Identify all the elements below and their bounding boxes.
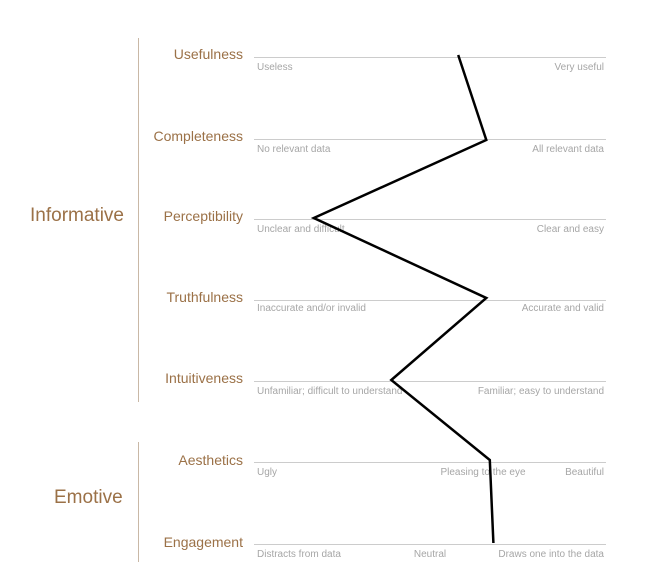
group-label-emotive: Emotive	[54, 487, 123, 508]
scale-line-truthfulness	[254, 300, 606, 301]
anchor-left-engagement: Distracts from data	[257, 549, 341, 560]
anchor-left-perceptibility: Unclear and difficult	[257, 224, 345, 235]
group-label-informative: Informative	[30, 205, 124, 226]
row-name-aesthetics: Aesthetics	[178, 452, 243, 468]
anchor-mid-aesthetics: Pleasing to the eye	[440, 467, 526, 478]
scale-line-aesthetics	[254, 462, 606, 463]
anchor-right-truthfulness: Accurate and valid	[521, 303, 604, 314]
anchor-left-aesthetics: Ugly	[257, 467, 278, 478]
row-name-perceptibility: Perceptibility	[163, 208, 243, 224]
scale-line-engagement	[254, 544, 606, 545]
scale-line-perceptibility	[254, 219, 606, 220]
anchor-right-usefulness: Very useful	[554, 62, 604, 73]
row-name-usefulness: Usefulness	[173, 46, 243, 62]
anchor-right-engagement: Draws one into the data	[498, 549, 604, 560]
scale-line-completeness	[254, 139, 606, 140]
anchor-right-completeness: All relevant data	[532, 144, 604, 155]
scale-line-usefulness	[254, 57, 606, 58]
anchor-right-intuitiveness: Familiar; easy to understand	[477, 386, 604, 397]
anchor-left-usefulness: Useless	[257, 62, 293, 73]
row-name-engagement: Engagement	[163, 534, 243, 550]
emotive-bracket	[138, 442, 139, 562]
scale-line-intuitiveness	[254, 381, 606, 382]
row-name-completeness: Completeness	[153, 128, 244, 144]
anchor-mid-engagement: Neutral	[413, 549, 447, 560]
anchor-right-perceptibility: Clear and easy	[536, 224, 604, 235]
anchor-right-aesthetics: Beautiful	[565, 467, 604, 478]
anchor-left-completeness: No relevant data	[257, 144, 331, 155]
informative-bracket	[138, 38, 139, 402]
anchor-left-intuitiveness: Unfamiliar; difficult to understand	[257, 386, 403, 397]
row-name-intuitiveness: Intuitiveness	[165, 370, 243, 386]
anchor-left-truthfulness: Inaccurate and/or invalid	[257, 303, 366, 314]
row-name-truthfulness: Truthfulness	[166, 289, 243, 305]
